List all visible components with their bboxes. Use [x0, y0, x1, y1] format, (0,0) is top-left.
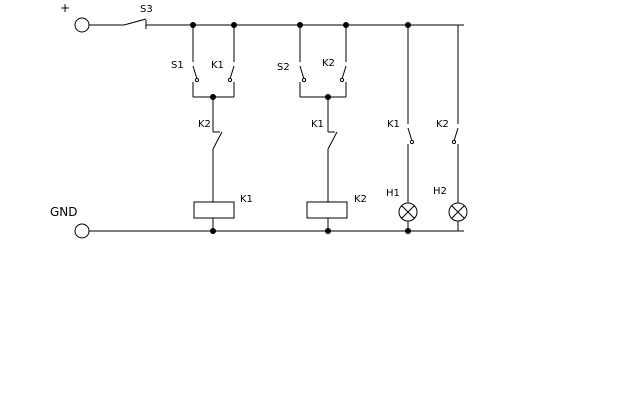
node — [297, 22, 303, 28]
k1-interlock-label: K1 — [311, 119, 324, 130]
node — [405, 22, 411, 28]
plus-terminal — [74, 17, 90, 33]
node — [325, 228, 331, 234]
contact-dot — [339, 77, 345, 83]
node — [210, 94, 216, 100]
coil-k1-label: K1 — [240, 194, 253, 205]
branch-h1 — [398, 25, 418, 231]
branch-2 — [299, 25, 348, 231]
s1-label: S1 — [171, 60, 184, 71]
lamp-h1-label: H1 — [386, 188, 400, 199]
gnd-terminal — [74, 223, 90, 239]
branch-1 — [192, 25, 235, 231]
node — [190, 22, 196, 28]
k1-hold-label: K1 — [211, 60, 224, 71]
gnd-label: GND — [50, 205, 78, 219]
node — [210, 228, 216, 234]
node — [343, 22, 349, 28]
contact-dot — [409, 139, 415, 145]
k1-lamp-label: K1 — [387, 119, 400, 130]
node — [325, 94, 331, 100]
contact-dot — [451, 139, 457, 145]
s2-label: S2 — [277, 62, 290, 73]
contact-dot — [227, 77, 233, 83]
branch-h2 — [408, 24, 468, 232]
k2-lamp-label: K2 — [436, 119, 449, 130]
k2-interlock-label: K2 — [198, 119, 211, 130]
lamp-h2-label: H2 — [433, 186, 447, 197]
contact-dot — [301, 77, 307, 83]
coil-k2-label: K2 — [354, 194, 367, 205]
node — [231, 22, 237, 28]
s3-label: S3 — [140, 4, 153, 15]
contact-dot — [194, 77, 200, 83]
k2-hold-label: K2 — [322, 58, 335, 69]
plus-label: + — [60, 1, 70, 15]
